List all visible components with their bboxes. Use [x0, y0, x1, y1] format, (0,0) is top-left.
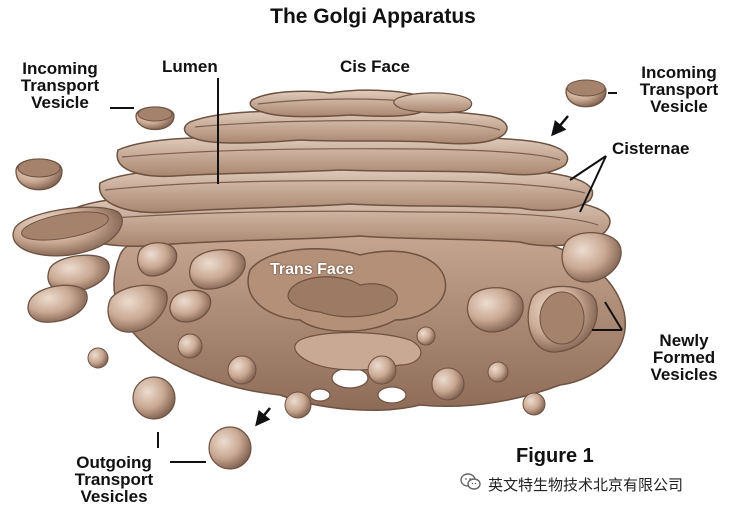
label-cis-face: Cis Face [340, 57, 410, 76]
label-line: Incoming [22, 59, 98, 78]
label-cisternae: Cisternae [612, 139, 690, 158]
label-line: Incoming [641, 63, 717, 82]
label-line: Vesicles [80, 487, 148, 506]
diagram-title: The Golgi Apparatus [270, 5, 476, 28]
label-trans-face: Trans Face [270, 261, 354, 278]
cisternae-stack [61, 89, 611, 247]
label-line: Transport [20, 76, 100, 95]
wechat-icon [460, 473, 481, 490]
arrow-icon [255, 115, 569, 427]
figure-label: Figure 1 [516, 445, 594, 467]
label-line: Vesicle [31, 93, 89, 112]
incoming-vesicle-left-2 [15, 158, 63, 191]
incoming-vesicle-left [135, 106, 175, 130]
label-outgoing-transport-vesicles: Outgoing Transport Vesicles [58, 454, 170, 505]
spherical-vesicles [87, 326, 546, 470]
incoming-vesicle-right [565, 79, 607, 108]
side-vesicles [12, 206, 622, 353]
label-newly-formed-vesicles: Newly Formed Vesicles [628, 332, 740, 383]
watermark-text: 英文特生物技术北京有限公司 [488, 476, 684, 494]
label-lumen: Lumen [162, 57, 218, 76]
label-line: Outgoing [76, 453, 152, 472]
label-incoming-vesicle-right: Incoming Transport Vesicle [616, 64, 742, 115]
label-line: Newly [659, 331, 709, 350]
label-incoming-vesicle-left: Incoming Transport Vesicle [4, 60, 116, 111]
label-line: Formed [652, 348, 716, 367]
label-line: Vesicles [650, 365, 718, 384]
label-line: Transport [639, 80, 719, 99]
label-line: Vesicle [650, 97, 708, 116]
label-line: Transport [74, 470, 154, 489]
leader-lines [110, 78, 623, 463]
